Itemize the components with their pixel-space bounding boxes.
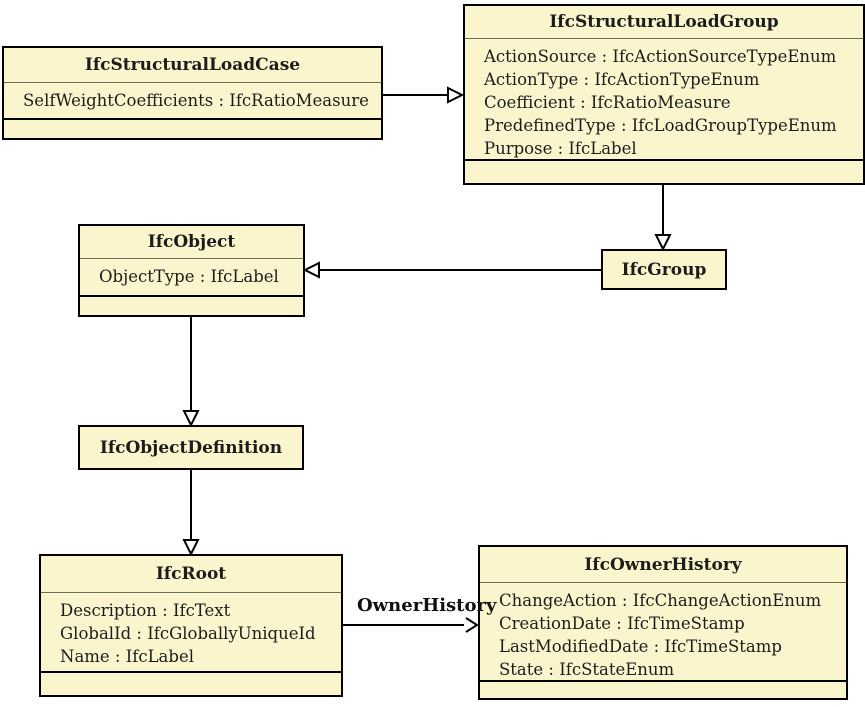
association-label-ownerhistory: OwnerHistory <box>357 595 497 616</box>
class-title: IfcOwnerHistory <box>584 554 742 575</box>
attribute: ChangeAction : IfcChangeActionEnum <box>499 591 822 610</box>
class-box-ifcstructuralloadgroup: IfcStructuralLoadGroup ActionSource : If… <box>463 4 865 185</box>
class-box-ifcownerhistory: IfcOwnerHistory ChangeAction : IfcChange… <box>478 545 848 700</box>
operations-compartment <box>4 118 381 138</box>
attribute: LastModifiedDate : IfcTimeStamp <box>499 637 782 656</box>
class-title: IfcRoot <box>155 564 227 584</box>
hollow-triangle-down-arrowhead-icon <box>654 234 672 251</box>
attribute: GlobalId : IfcGloballyUniqueId <box>60 624 316 643</box>
class-title: IfcStructuralLoadCase <box>84 55 301 75</box>
operations-compartment <box>41 671 341 695</box>
attributes-compartment: ActionSource : IfcActionSourceTypeEnum A… <box>465 38 863 159</box>
operations-compartment <box>80 295 303 315</box>
hollow-triangle-left-arrowhead-icon <box>303 261 320 279</box>
class-box-ifcobjectdefinition: IfcObjectDefinition <box>78 425 304 470</box>
attributes-compartment: ChangeAction : IfcChangeActionEnum Creat… <box>480 582 846 680</box>
attribute: State : IfcStateEnum <box>499 660 675 679</box>
attributes-compartment: SelfWeightCoefficients : IfcRatioMeasure <box>4 82 381 118</box>
edge-objectdefinition-to-root <box>190 470 192 540</box>
class-box-ifcstructuralloadcase: IfcStructuralLoadCase SelfWeightCoeffici… <box>2 46 383 140</box>
class-title: IfcStructuralLoadGroup <box>549 12 779 32</box>
edge-loadgroup-to-group <box>662 185 664 235</box>
class-box-ifcroot: IfcRoot Description : IfcText GlobalId :… <box>39 554 343 697</box>
attribute: CreationDate : IfcTimeStamp <box>499 614 745 633</box>
operations-compartment <box>480 680 846 698</box>
hollow-triangle-down-arrowhead-icon <box>182 539 200 556</box>
attribute: ActionSource : IfcActionSourceTypeEnum <box>484 47 837 66</box>
class-box-ifcobject: IfcObject ObjectType : IfcLabel <box>78 224 305 317</box>
attribute: Coefficient : IfcRatioMeasure <box>484 93 731 112</box>
class-box-ifcgroup: IfcGroup <box>601 249 727 290</box>
attributes-compartment: ObjectType : IfcLabel <box>80 258 303 295</box>
attributes-compartment: Description : IfcText GlobalId : IfcGlob… <box>41 592 341 671</box>
attribute: ObjectType : IfcLabel <box>99 267 279 286</box>
attribute: SelfWeightCoefficients : IfcRatioMeasure <box>23 91 369 110</box>
attribute: Description : IfcText <box>60 601 231 620</box>
hollow-triangle-right-arrowhead-icon <box>447 86 464 104</box>
class-title: IfcGroup <box>621 259 707 280</box>
hollow-triangle-down-arrowhead-icon <box>182 410 200 427</box>
operations-compartment <box>465 159 863 183</box>
attribute: PredefinedType : IfcLoadGroupTypeEnum <box>484 116 837 135</box>
edge-group-to-object <box>319 269 601 271</box>
edge-root-to-ownerhistory <box>343 624 464 626</box>
attribute: ActionType : IfcActionTypeEnum <box>484 70 760 89</box>
open-arrowhead-right-icon <box>465 617 479 633</box>
edge-loadcase-to-loadgroup <box>383 94 447 96</box>
class-title: IfcObjectDefinition <box>99 437 283 458</box>
attribute: Name : IfcLabel <box>60 647 194 666</box>
attribute: Purpose : IfcLabel <box>484 139 637 158</box>
class-title: IfcObject <box>147 232 236 252</box>
edge-object-to-objectdefinition <box>190 317 192 411</box>
